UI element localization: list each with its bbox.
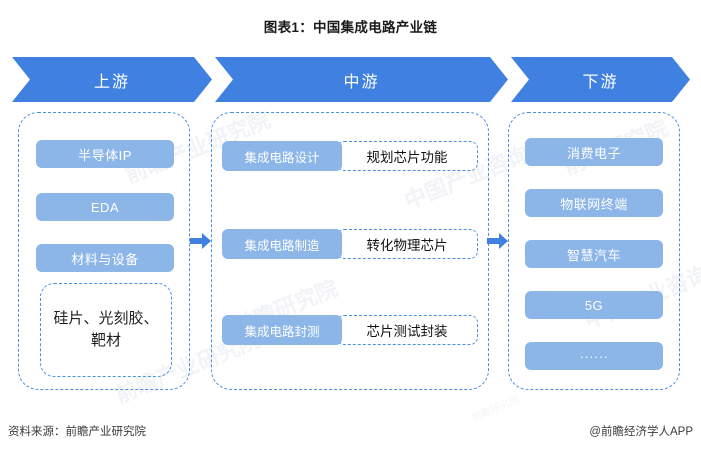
stage-header-bar: 上游 中游 下游 [12,57,690,102]
downstream-item-more[interactable]: ······ [525,342,663,370]
midstream-row-manufacturing: 转化物理芯片 集成电路制造 [222,229,478,259]
footer-brand: @前瞻经济学人APP [589,426,693,438]
page-title: 图表1：中国集成电路产业链 [263,20,438,35]
watermark-text: 前瞻研究院 [470,394,521,424]
upstream-item-semiconductor-ip[interactable]: 半导体IP [36,140,174,168]
arrow-right-icon [487,232,509,250]
midstream-label-packaging-testing[interactable]: 集成电路封测 [222,315,342,345]
stage-header-upstream: 上游 [12,57,212,102]
upstream-item-materials-equipment[interactable]: 材料与设备 [36,244,174,272]
midstream-desc-design: 规划芯片功能 [336,141,478,171]
footer-source: 资料来源：前瞻产业研究院 [8,426,146,438]
upstream-item-eda[interactable]: EDA [36,193,174,221]
stage-container-midstream [211,112,489,390]
stage-container-upstream [18,112,190,390]
upstream-subitem-box: 硅片、光刻胶、靶材 [40,283,172,377]
downstream-item-iot-terminal[interactable]: 物联网终端 [525,189,663,217]
downstream-item-smart-vehicle[interactable]: 智慧汽车 [525,240,663,268]
downstream-item-consumer-electronics[interactable]: 消费电子 [525,138,663,166]
midstream-row-packaging-testing: 芯片测试封装 集成电路封测 [222,315,478,345]
arrow-right-icon [190,232,212,250]
midstream-label-design[interactable]: 集成电路设计 [222,141,342,171]
stage-header-downstream: 下游 [511,57,690,102]
midstream-desc-packaging-testing: 芯片测试封装 [336,315,478,345]
midstream-desc-manufacturing: 转化物理芯片 [336,229,478,259]
midstream-label-manufacturing[interactable]: 集成电路制造 [222,229,342,259]
stage-header-midstream: 中游 [215,57,508,102]
midstream-row-design: 规划芯片功能 集成电路设计 [222,141,478,171]
stage-container-downstream [508,112,680,390]
downstream-item-5g[interactable]: 5G [525,291,663,319]
